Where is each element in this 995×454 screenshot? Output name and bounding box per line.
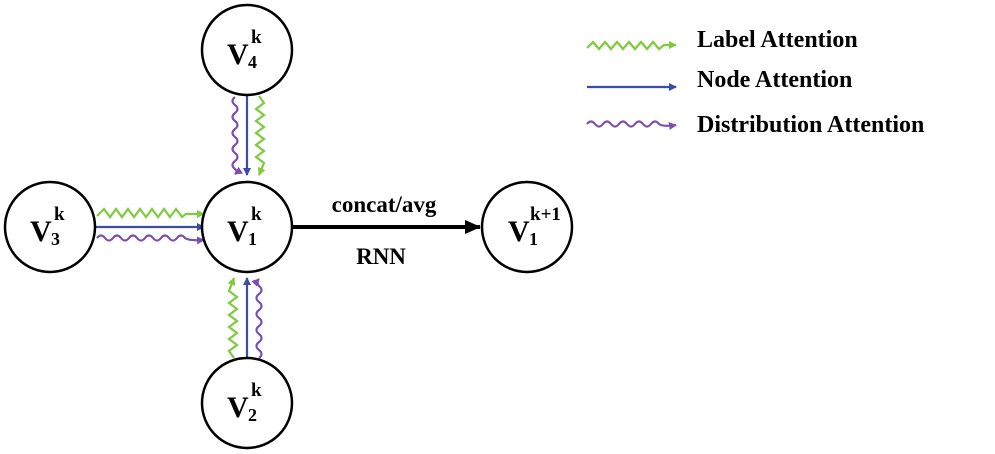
node-v1k-base: V: [227, 215, 249, 248]
node-v3k: V 3 k: [3, 180, 97, 274]
node-v2k-sup: k: [251, 380, 262, 401]
node-v3k-base: V: [30, 215, 52, 248]
update-arrow-label-top: concat/avg: [332, 192, 437, 217]
node-v4k-sup: k: [251, 27, 262, 48]
label-attention-arrow-v2: [227, 277, 239, 359]
legend-distribution-attention-text: Distribution Attention: [697, 112, 924, 138]
legend-item-node-attention: Node Attention: [587, 67, 852, 93]
distribution-attention-arrow-v3: [96, 234, 205, 245]
update-arrow: concat/avg RNN: [291, 192, 481, 269]
distribution-attention-arrow-v4: [231, 96, 244, 175]
node-v3k-sup: k: [54, 204, 65, 225]
edge-v3-to-v1: [95, 207, 205, 245]
distribution-attention-swatch: [586, 120, 677, 131]
legend-label-attention-text: Label Attention: [697, 27, 858, 53]
node-v1k: V 1 k: [200, 180, 294, 274]
legend-item-distribution-attention: Distribution Attention: [586, 112, 924, 138]
node-v2k-sub: 2: [248, 405, 257, 425]
node-v1k-sup: k: [251, 204, 262, 225]
update-arrow-label-bottom: RNN: [356, 244, 406, 269]
label-attention-arrow-v4: [254, 95, 266, 176]
legend-node-attention-text: Node Attention: [697, 67, 852, 93]
node-v1k1: V 1 k+1: [480, 180, 574, 274]
node-v2k-base: V: [227, 391, 249, 424]
edge-v4-to-v1: [231, 95, 266, 176]
node-v1k1-base: V: [508, 215, 530, 248]
label-attention-swatch: [586, 40, 677, 51]
node-v1k-sub: 1: [248, 229, 257, 249]
node-v2k: V 2 k: [200, 356, 294, 450]
label-attention-arrow-v3: [96, 207, 205, 219]
node-v4k-base: V: [227, 38, 249, 71]
node-v4k: V 4 k: [200, 3, 294, 97]
legend-item-label-attention: Label Attention: [586, 27, 858, 53]
distribution-attention-arrow-v2: [251, 278, 263, 359]
node-v4k-sub: 4: [248, 52, 257, 72]
node-v1k1-sub: 1: [529, 229, 538, 249]
edge-v2-to-v1: [227, 277, 263, 359]
node-v3k-sub: 3: [51, 229, 60, 249]
node-v1k1-sup: k+1: [530, 204, 561, 225]
legend: Label Attention Node Attention Distribut…: [586, 27, 924, 138]
